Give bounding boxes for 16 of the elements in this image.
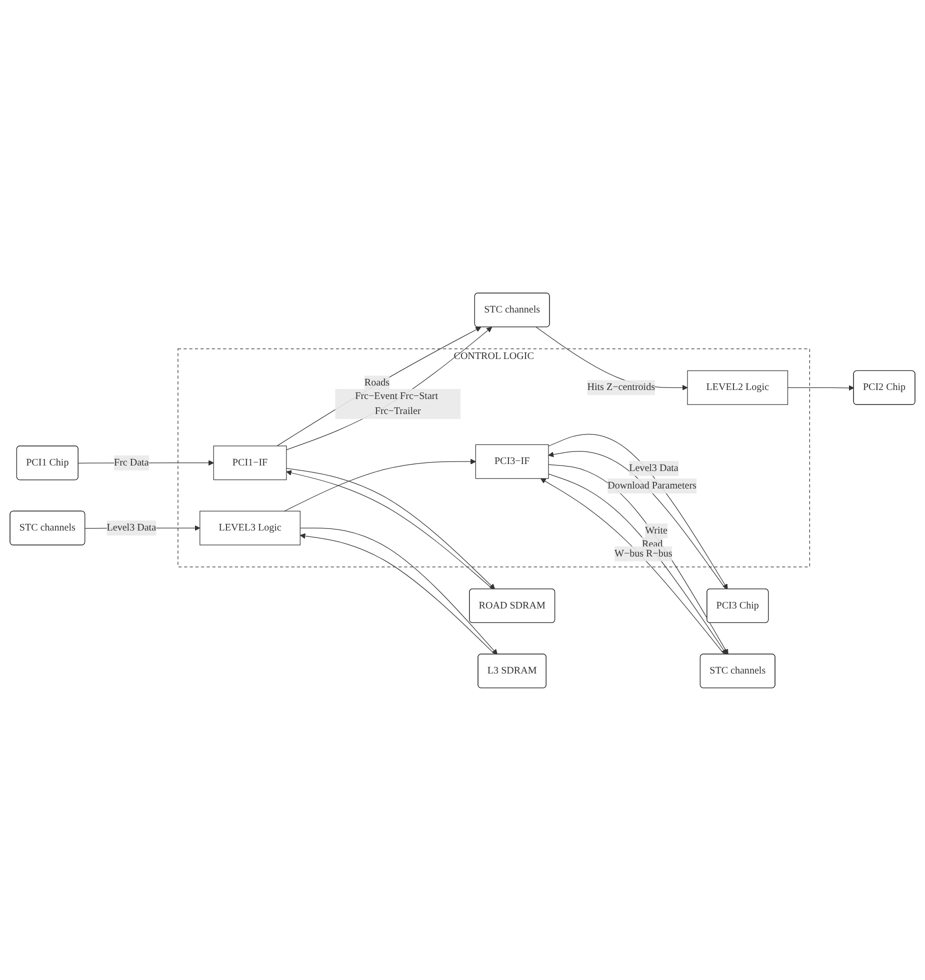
edge-label: Level3 Data xyxy=(106,522,156,533)
edge-label: Level3 Data xyxy=(629,462,678,474)
node-box: PCI1−IF xyxy=(213,445,287,480)
edge-label: Roads xyxy=(364,377,390,388)
edge-label: Download Parameters xyxy=(608,480,696,491)
edge-label: Frc Data xyxy=(114,456,149,468)
node-box: PCI3−IF xyxy=(475,444,549,478)
edge-label: Hits Z−centroids xyxy=(587,382,656,392)
arrow xyxy=(284,458,476,511)
node-box: LEVEL3 Logic xyxy=(200,510,300,545)
edge-label: Frc−Event Frc−Start Frc−Trailer xyxy=(355,390,438,416)
node-box: LEVEL2 Logic xyxy=(687,370,788,404)
edge-label: W−bus R−bus xyxy=(614,548,672,558)
arrow xyxy=(787,384,854,390)
edge-label: Read xyxy=(642,538,663,550)
edge-label: Write xyxy=(645,524,668,536)
